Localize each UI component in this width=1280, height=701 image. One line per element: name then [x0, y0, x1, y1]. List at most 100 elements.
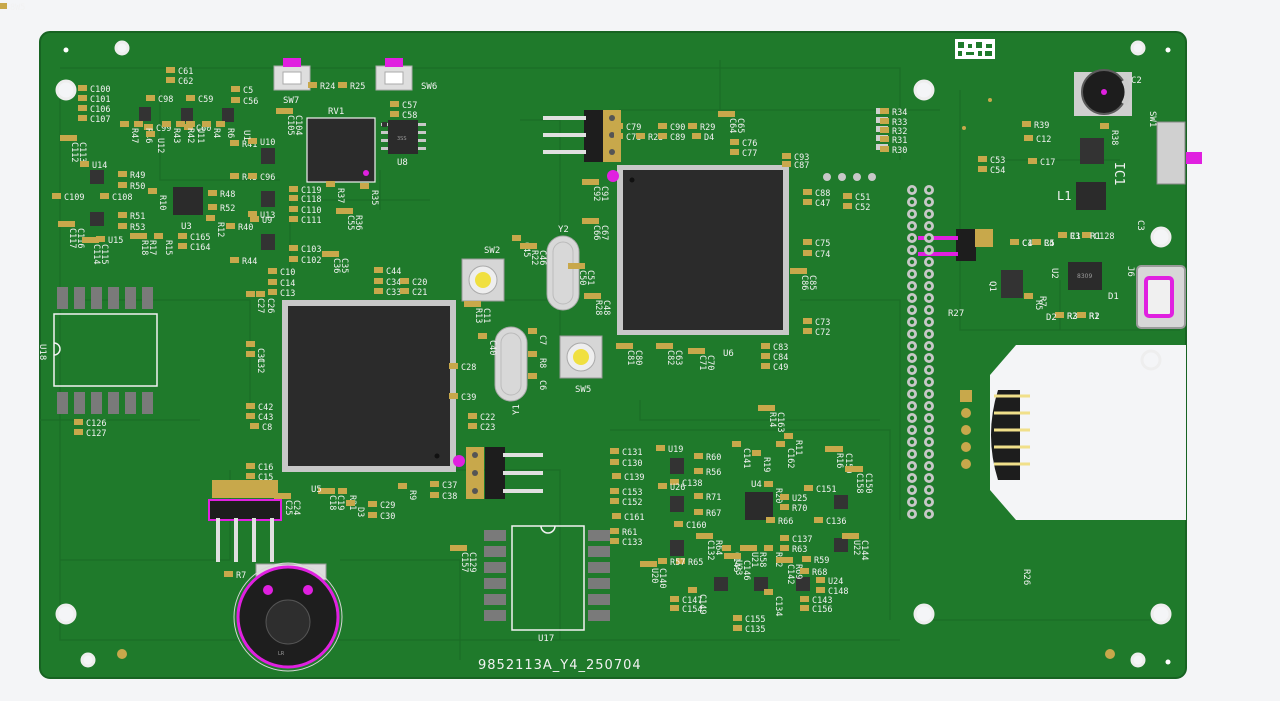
passive-label-c86: C86 [799, 275, 809, 290]
smd-pad [978, 166, 987, 172]
rotary-encoder[interactable]: LR [233, 562, 343, 672]
capacitor-c2[interactable] [1074, 69, 1132, 116]
via [823, 173, 831, 181]
header-hole [926, 415, 932, 421]
passive-label-r50: R50 [130, 182, 145, 192]
header-hole [926, 295, 932, 301]
switch-sw1[interactable] [1156, 121, 1202, 185]
passive-label-c128: C128 [1094, 232, 1114, 242]
passive-label-c87: C87 [794, 161, 809, 171]
passive-label-c35: C35 [339, 258, 349, 273]
header-hole [909, 427, 915, 433]
smd-pad [318, 488, 327, 494]
passive-label-r16: R16 [834, 453, 844, 468]
inductor-l1[interactable] [1076, 182, 1106, 210]
button-sw5[interactable] [559, 335, 603, 379]
chip-u17[interactable] [484, 525, 610, 631]
smd-pad [845, 466, 854, 472]
passive-label-r43: R43 [171, 128, 181, 143]
passive-label-c79: C79 [626, 123, 641, 133]
passive-label-r32: R32 [892, 127, 907, 137]
usb-c-connector-j6[interactable] [1136, 265, 1186, 329]
smd-pad [330, 251, 339, 257]
chip-u1[interactable]: 8309 [1068, 262, 1102, 290]
passive-label-u9: U9 [262, 216, 272, 226]
smd-pad [326, 181, 335, 187]
chip-u18[interactable] [53, 287, 158, 414]
label-sw1: SW1 [1147, 111, 1157, 127]
chip-u8[interactable]: 3SS [381, 120, 426, 154]
passive-label-r1: R1 [1089, 312, 1099, 322]
smd-pad [146, 131, 155, 137]
passive-label-c80: C80 [633, 350, 643, 365]
chip-u6[interactable] [607, 165, 789, 335]
passive-label-u20: U20 [649, 568, 659, 583]
smd-pad [246, 473, 255, 479]
passive-label-r10: R10 [157, 195, 167, 210]
passive-label-c149: C149 [697, 594, 707, 614]
passive-label-c96: C96 [260, 173, 275, 183]
chip-u4[interactable] [745, 492, 773, 520]
header-hole [926, 391, 932, 397]
passive-label-r53: R53 [130, 223, 145, 233]
passive-label-c161: C161 [624, 513, 644, 523]
smd-pad [614, 123, 623, 129]
passive-label-c24: C24 [291, 500, 301, 515]
smd-pad [694, 509, 703, 515]
pin-header-2x28[interactable] [823, 173, 934, 519]
passive-label-c52: C52 [855, 203, 870, 213]
crystal-y1[interactable] [494, 326, 528, 402]
header-hole [926, 259, 932, 265]
smd-pad [338, 488, 347, 494]
passive-label-c130: C130 [622, 459, 642, 469]
smd-pad [66, 221, 75, 227]
passive-label-r35: R35 [369, 190, 379, 205]
passive-label-c46: C46 [537, 250, 547, 265]
ffc-connector[interactable] [960, 390, 1030, 480]
passive-label-c140: C140 [657, 568, 667, 588]
chip-rv1[interactable] [306, 117, 376, 183]
smd-pad [1055, 312, 1064, 318]
passive-label-r48: R48 [220, 190, 235, 200]
pin1-marker [453, 455, 465, 467]
smd-pad [880, 108, 889, 114]
passive-label-c26: C26 [265, 298, 275, 313]
smd-pad [880, 118, 889, 124]
header-middle[interactable] [466, 447, 543, 499]
header-hole [926, 403, 932, 409]
smd-pad [803, 328, 812, 334]
smd-pad [850, 533, 859, 539]
smd-pad [120, 121, 129, 127]
smd-pad [246, 291, 255, 297]
label-r5: R5 [1044, 239, 1055, 249]
passive-label-c117: C117 [67, 228, 77, 248]
passive-label-c61: C61 [178, 67, 193, 77]
chip-u3[interactable] [173, 187, 203, 215]
chip-u5[interactable] [282, 300, 465, 472]
passive-label-r4: R4 [211, 128, 221, 138]
smd-pad [880, 136, 889, 142]
header-power[interactable] [918, 229, 993, 261]
header-left[interactable] [208, 480, 282, 562]
smd-pad [90, 237, 99, 243]
smd-pad [834, 446, 843, 452]
board-cutout [990, 345, 1186, 520]
smd-pad [274, 493, 283, 499]
passive-label-c137: C137 [792, 535, 812, 545]
smd-pad [322, 251, 331, 257]
passive-label-c39: C39 [461, 393, 476, 403]
smd-pad [326, 488, 335, 494]
header-hole [909, 211, 915, 217]
label-c2: C2 [1131, 76, 1142, 86]
passive-label-r11: R11 [793, 440, 803, 455]
button-sw7[interactable] [273, 58, 311, 91]
smd-pad [764, 545, 773, 551]
smd-pad [1010, 239, 1019, 245]
crystal-y2[interactable] [546, 235, 580, 311]
button-sw6[interactable] [375, 58, 413, 91]
passive-label-r63: R63 [792, 545, 807, 555]
button-sw2[interactable] [461, 258, 505, 302]
smd-pad [780, 535, 789, 541]
